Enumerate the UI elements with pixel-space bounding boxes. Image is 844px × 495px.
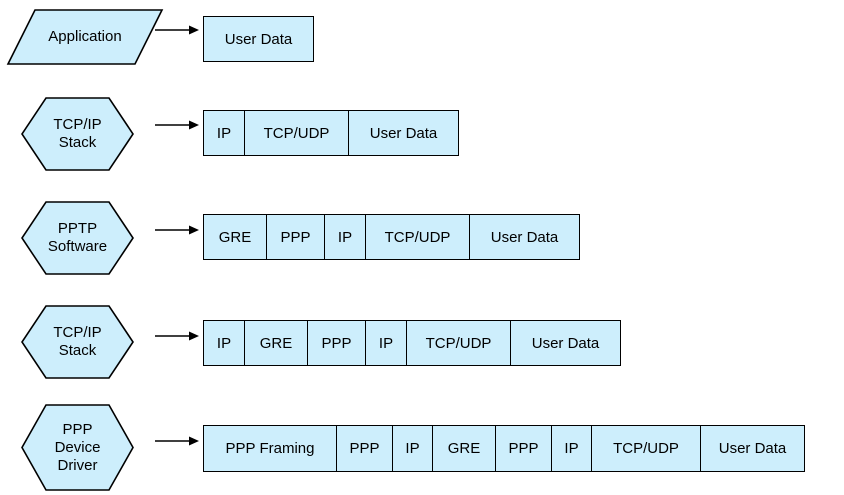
right-arrow-icon	[155, 223, 203, 237]
stage-shape-hexagon: TCP/IP Stack	[21, 305, 134, 379]
stage-shape-hexagon: TCP/IP Stack	[21, 97, 134, 171]
packet-segment: PPP Framing	[204, 426, 337, 471]
packet-segment: User Data	[204, 17, 313, 61]
packet-segment: IP	[325, 215, 366, 259]
packet-segment: User Data	[511, 321, 620, 365]
packet-segment: TCP/UDP	[407, 321, 511, 365]
stage-shape-parallelogram: Application	[6, 9, 164, 65]
packet-segment: TCP/UDP	[366, 215, 470, 259]
packet-segment: User Data	[701, 426, 804, 471]
packet-segment: TCP/UDP	[245, 111, 349, 155]
packet-segment: User Data	[470, 215, 579, 259]
stage-label: Application	[48, 28, 122, 45]
stage-label: TCP/IP Stack	[53, 324, 102, 359]
packet-segment: GRE	[204, 215, 267, 259]
packet-segment: PPP	[308, 321, 366, 365]
packet-segment: PPP	[337, 426, 393, 471]
stage-label: PPP Device Driver	[54, 420, 101, 474]
packet-segment: IP	[393, 426, 433, 471]
packet-segment: IP	[204, 111, 245, 155]
packet-segment: PPP	[496, 426, 552, 471]
stage-label: PPTP Software	[47, 220, 108, 255]
stage-shape-hexagon: PPP Device Driver	[21, 404, 134, 491]
stage-label: TCP/IP Stack	[53, 116, 102, 151]
right-arrow-icon	[155, 23, 203, 37]
packet-segment: IP	[204, 321, 245, 365]
packet-segment: TCP/UDP	[592, 426, 701, 471]
packet-segment: GRE	[245, 321, 308, 365]
packet-segment: User Data	[349, 111, 458, 155]
right-arrow-icon	[155, 434, 203, 448]
packet-segment: IP	[366, 321, 407, 365]
packet-strip: User Data	[203, 16, 314, 62]
stage-shape-hexagon: PPTP Software	[21, 201, 134, 275]
packet-segment: GRE	[433, 426, 496, 471]
packet-segment: PPP	[267, 215, 325, 259]
right-arrow-icon	[155, 329, 203, 343]
packet-segment: IP	[552, 426, 592, 471]
right-arrow-icon	[155, 118, 203, 132]
